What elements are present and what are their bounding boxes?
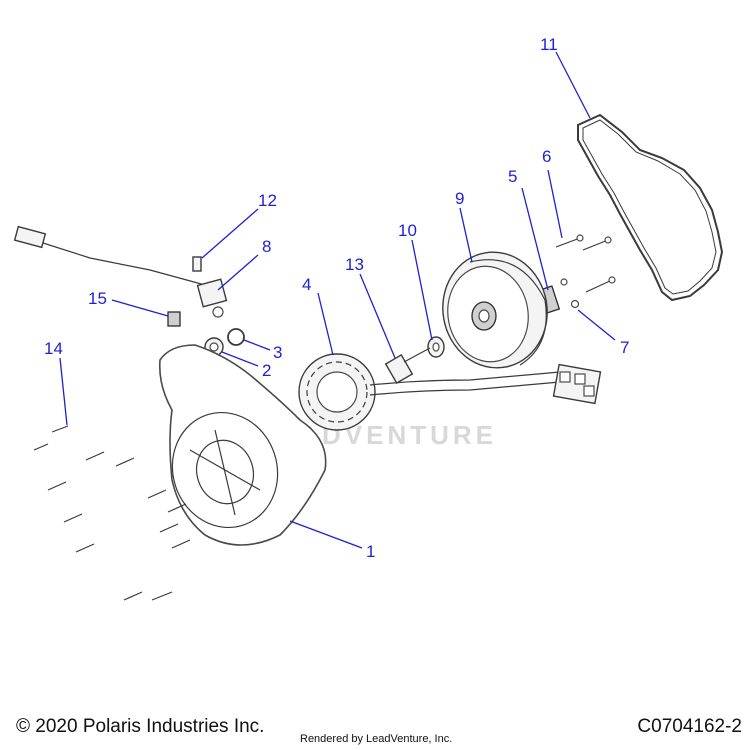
part-sensor-bolt [192, 256, 202, 272]
callout-6: 6 [542, 147, 551, 166]
part-clip [167, 311, 181, 327]
callout-5: 5 [508, 167, 517, 186]
callout-1: 1 [366, 542, 375, 561]
part-stator [298, 353, 376, 431]
callout-12: 12 [258, 191, 277, 210]
part-flywheel [442, 251, 548, 369]
callout-9: 9 [455, 189, 464, 208]
callout-2: 2 [262, 361, 271, 380]
copyright-text: © 2020 Polaris Industries Inc. [16, 716, 265, 737]
diagram-code: C0704162-2 [637, 716, 742, 737]
part-bearing-inner [209, 342, 219, 352]
part-cover-bolts [33, 425, 191, 601]
callout-leaders [59, 51, 616, 549]
part-flywheel-bolt [384, 347, 431, 384]
part-washer-hole [432, 342, 440, 352]
part-long-bolts [555, 234, 616, 293]
part-snap-ring [227, 328, 245, 346]
part-gasket-inner [582, 119, 717, 295]
part-speed-sensor [13, 225, 228, 318]
callout-13: 13 [345, 255, 364, 274]
callout-4: 4 [302, 275, 311, 294]
part-gasket [577, 113, 724, 302]
callout-14: 14 [44, 339, 63, 358]
part-stator-cover [158, 344, 327, 546]
part-stator-harness [369, 363, 602, 405]
callout-15: 15 [88, 289, 107, 308]
callout-10: 10 [398, 221, 417, 240]
callout-7: 7 [620, 338, 629, 357]
rendered-by-text: Rendered by LeadVenture, Inc. [300, 733, 453, 745]
callout-8: 8 [262, 237, 271, 256]
part-small-bolts [560, 278, 580, 309]
callout-11: 11 [540, 35, 558, 54]
callout-3: 3 [273, 343, 282, 362]
